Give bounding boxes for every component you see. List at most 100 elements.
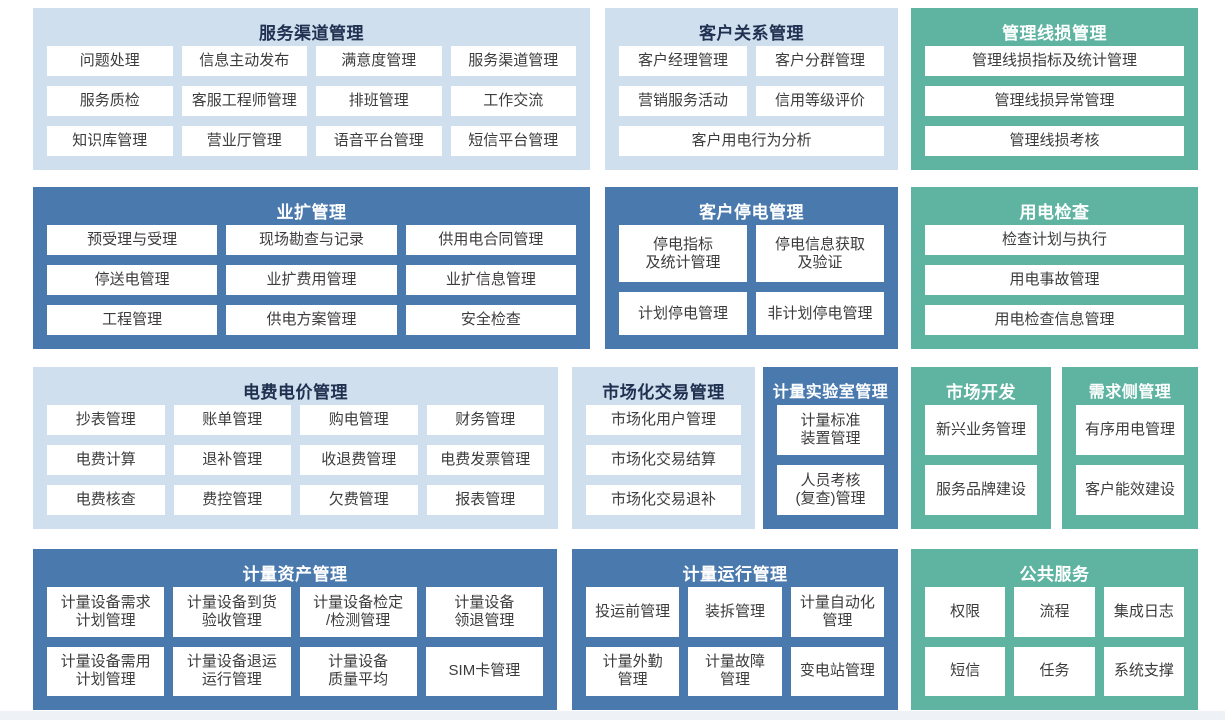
module-item: 停电信息获取 及验证 xyxy=(756,225,884,283)
module-item: 满意度管理 xyxy=(316,46,442,76)
module-item: 新兴业务管理 xyxy=(925,405,1037,455)
module-item: 权限 xyxy=(925,587,1006,637)
block-items: 权限流程集成日志短信任务系统支撑 xyxy=(911,585,1198,710)
module-item: 短信 xyxy=(925,646,1006,696)
module-item: 客户能效建设 xyxy=(1076,465,1184,515)
module-item: 购电管理 xyxy=(300,405,418,435)
block-items: 管理线损指标及统计管理管理线损异常管理管理线损考核 xyxy=(911,44,1198,170)
block-title: 需求侧管理 xyxy=(1088,384,1172,401)
module-item: 信用等级评价 xyxy=(756,86,884,116)
module-item: 停送电管理 xyxy=(47,265,218,295)
module-item: 业扩费用管理 xyxy=(226,265,397,295)
module-item: 计量设备 领退管理 xyxy=(425,587,543,637)
module-item: 业扩信息管理 xyxy=(405,265,576,295)
module-item: 客户经理管理 xyxy=(619,46,747,76)
block-items: 新兴业务管理服务品牌建设 xyxy=(911,403,1051,529)
block-business-expansion-management: 业扩管理 预受理与受理现场勘查与记录供用电合同管理停送电管理业扩费用管理业扩信息… xyxy=(33,187,590,349)
module-item: 电费计算 xyxy=(47,445,165,475)
block-items: 检查计划与执行用电事故管理用电检查信息管理 xyxy=(911,223,1198,349)
module-item: 预受理与受理 xyxy=(47,225,218,255)
block-power-use-inspection: 用电检查 检查计划与执行用电事故管理用电检查信息管理 xyxy=(911,187,1198,349)
module-item: 财务管理 xyxy=(426,405,544,435)
module-item: 营销服务活动 xyxy=(619,86,747,116)
module-item: 营业厅管理 xyxy=(181,126,307,156)
module-item: 欠费管理 xyxy=(300,485,418,515)
module-item: 市场化交易退补 xyxy=(586,485,741,515)
block-market-trading-management: 市场化交易管理 市场化用户管理市场化交易结算市场化交易退补 xyxy=(572,367,755,529)
block-title: 公共服务 xyxy=(1019,565,1090,584)
module-item: 任务 xyxy=(1014,646,1095,696)
block-metering-asset-management: 计量资产管理 计量设备需求 计划管理计量设备到货 验收管理计量设备检定 /检测管… xyxy=(33,549,557,710)
module-item: 计量设备退运 运行管理 xyxy=(173,646,291,696)
module-item: 投运前管理 xyxy=(586,587,680,637)
module-item: 管理线损异常管理 xyxy=(925,86,1184,116)
module-item: 用电检查信息管理 xyxy=(925,305,1184,335)
module-item: 客服工程师管理 xyxy=(181,86,307,116)
module-item: 排班管理 xyxy=(316,86,442,116)
module-item: 计量设备需求 计划管理 xyxy=(47,587,165,637)
module-item: 市场化用户管理 xyxy=(586,405,741,435)
block-items: 客户经理管理客户分群管理营销服务活动信用等级评价客户用电行为分析 xyxy=(605,44,898,170)
block-demand-side-management: 需求侧管理 有序用电管理客户能效建设 xyxy=(1062,367,1198,529)
module-item: SIM卡管理 xyxy=(425,646,543,696)
block-title: 计量运行管理 xyxy=(682,565,788,584)
block-title: 市场开发 xyxy=(946,383,1016,402)
module-item: 管理线损指标及统计管理 xyxy=(925,46,1184,76)
module-item: 收退费管理 xyxy=(300,445,418,475)
module-item: 客户分群管理 xyxy=(756,46,884,76)
module-item: 客户用电行为分析 xyxy=(619,126,884,156)
block-public-services: 公共服务 权限流程集成日志短信任务系统支撑 xyxy=(911,549,1198,710)
module-item: 用电事故管理 xyxy=(925,265,1184,295)
module-item: 问题处理 xyxy=(47,46,173,76)
module-item: 电费核查 xyxy=(47,485,165,515)
module-item: 电费发票管理 xyxy=(426,445,544,475)
module-item: 费控管理 xyxy=(173,485,291,515)
module-item: 计量外勤 管理 xyxy=(586,646,680,696)
module-item: 人员考核 (复查)管理 xyxy=(777,465,884,515)
module-item: 变电站管理 xyxy=(790,646,884,696)
module-item: 计划停电管理 xyxy=(619,292,747,335)
block-market-development: 市场开发 新兴业务管理服务品牌建设 xyxy=(911,367,1051,529)
module-item: 安全检查 xyxy=(405,305,576,335)
module-item: 非计划停电管理 xyxy=(756,292,884,335)
module-item: 计量设备到货 验收管理 xyxy=(173,587,291,637)
module-item: 报表管理 xyxy=(426,485,544,515)
block-items: 计量标准 装置管理人员考核 (复查)管理 xyxy=(763,403,898,529)
block-title: 用电检查 xyxy=(1019,203,1090,222)
module-item: 抄表管理 xyxy=(47,405,165,435)
block-items: 问题处理信息主动发布满意度管理服务渠道管理服务质检客服工程师管理排班管理工作交流… xyxy=(33,44,590,170)
block-metering-operation-management: 计量运行管理 投运前管理装拆管理计量自动化 管理计量外勤 管理计量故障 管理变电… xyxy=(572,549,898,710)
block-title: 电费电价管理 xyxy=(243,383,348,402)
module-item: 计量设备需用 计划管理 xyxy=(47,646,165,696)
block-customer-relationship-management: 客户关系管理 客户经理管理客户分群管理营销服务活动信用等级评价客户用电行为分析 xyxy=(605,8,898,170)
block-items: 抄表管理账单管理购电管理财务管理电费计算退补管理收退费管理电费发票管理电费核查费… xyxy=(33,403,558,529)
block-title: 市场化交易管理 xyxy=(602,383,725,402)
module-item: 知识库管理 xyxy=(47,126,173,156)
module-item: 流程 xyxy=(1014,587,1095,637)
page-bottom-edge xyxy=(0,711,1225,720)
module-item: 退补管理 xyxy=(173,445,291,475)
module-item: 现场勘查与记录 xyxy=(226,225,397,255)
block-title: 服务渠道管理 xyxy=(259,24,364,43)
block-items: 投运前管理装拆管理计量自动化 管理计量外勤 管理计量故障 管理变电站管理 xyxy=(572,585,898,710)
module-item: 工作交流 xyxy=(450,86,576,116)
module-item: 停电指标 及统计管理 xyxy=(619,225,747,283)
module-item: 装拆管理 xyxy=(688,587,782,637)
block-items: 市场化用户管理市场化交易结算市场化交易退补 xyxy=(572,403,755,529)
module-item: 服务渠道管理 xyxy=(450,46,576,76)
module-item: 供用电合同管理 xyxy=(405,225,576,255)
module-item: 计量故障 管理 xyxy=(688,646,782,696)
module-item: 语音平台管理 xyxy=(316,126,442,156)
module-item: 集成日志 xyxy=(1103,587,1184,637)
module-item: 计量标准 装置管理 xyxy=(777,405,884,455)
module-item: 市场化交易结算 xyxy=(586,445,741,475)
module-item: 信息主动发布 xyxy=(181,46,307,76)
block-title: 计量实验室管理 xyxy=(772,384,889,401)
module-item: 计量设备检定 /检测管理 xyxy=(299,587,417,637)
block-title: 计量资产管理 xyxy=(242,565,348,584)
block-items: 预受理与受理现场勘查与记录供用电合同管理停送电管理业扩费用管理业扩信息管理工程管… xyxy=(33,223,590,349)
block-items: 有序用电管理客户能效建设 xyxy=(1062,403,1198,529)
block-title: 客户关系管理 xyxy=(699,24,804,43)
module-item: 服务品牌建设 xyxy=(925,465,1037,515)
